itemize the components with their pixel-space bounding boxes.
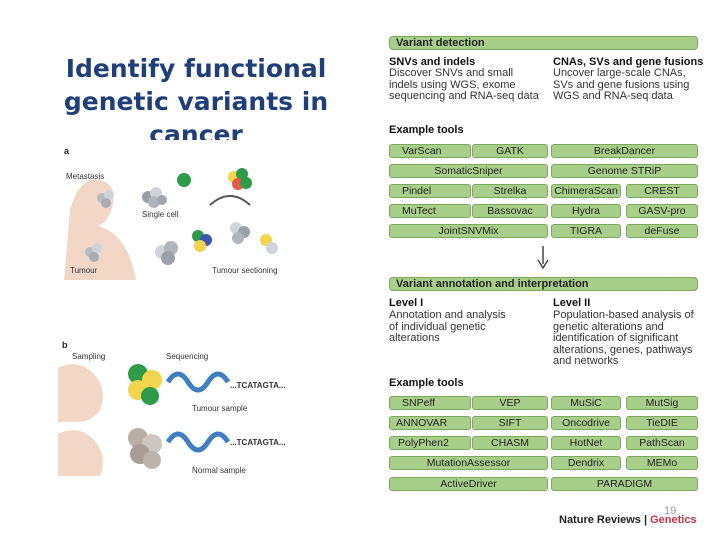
tool-mutationassessor: MutationAssessor	[389, 456, 548, 470]
single-cell-label: Single cell	[142, 210, 179, 219]
variant-annotation-header: Variant annotation and interpretation	[389, 277, 698, 291]
snv-body-line: Discover SNVs and small	[389, 67, 514, 79]
tool-tigra: TIGRA	[551, 224, 621, 238]
level-one-line: of individual genetic	[389, 320, 486, 333]
snv-body-line: sequencing and RNA-seq data	[389, 90, 539, 102]
tool-chimerascan: ChimeraScan	[551, 184, 621, 198]
tool-somaticsniper: SomaticSniper	[389, 164, 548, 178]
normal-sample-cluster	[128, 428, 162, 469]
body-silhouette-b-bottom	[58, 430, 103, 476]
tool-memo: MEMo	[626, 456, 698, 470]
tumour-sample-cluster	[128, 364, 162, 405]
tumour-sectioning-cluster	[155, 222, 278, 265]
tumour-cluster	[85, 243, 102, 262]
level-one-body: Annotation and analysis of individual ge…	[389, 309, 506, 345]
metastasis-label: Metastasis	[66, 172, 105, 181]
level-two-line: and networks	[553, 355, 619, 367]
down-arrow-icon	[537, 246, 549, 270]
panel-a-illustration	[60, 140, 284, 280]
tool-paradigm: PARADIGM	[551, 477, 698, 491]
cna-body-line: Uncover large-scale CNAs,	[553, 67, 686, 79]
level-two-title: Level II	[553, 297, 591, 309]
source-name: Nature Reviews |	[559, 514, 648, 526]
tool-tiedie: TieDIE	[626, 416, 698, 430]
normal-sequence: ...TCATAGTA...	[230, 438, 286, 447]
tool-hydra: Hydra	[551, 204, 621, 218]
normal-sample-label: Normal sample	[192, 466, 246, 475]
level-one-line: alterations	[389, 332, 440, 344]
tool-annovar: ANNOVAR	[389, 416, 471, 430]
tool-gasv-pro: GASV-pro	[626, 204, 698, 218]
tool-activedriver: ActiveDriver	[389, 477, 548, 491]
tool-mutsig: MutSig	[626, 396, 698, 410]
tool-snpeff: SNPeff	[389, 396, 471, 410]
cna-body-line: SVs and gene fusions using	[553, 78, 690, 91]
page-number: 19	[664, 505, 677, 517]
level-two-line: identification of significant	[553, 332, 679, 344]
panel-b-illustration	[58, 338, 290, 480]
variant-detection-header: Variant detection	[389, 36, 698, 50]
single-cell-cluster	[142, 187, 167, 208]
tumour-sequence: ...TCATAGTA...	[230, 381, 286, 390]
tool-dendrix: Dendrix	[551, 456, 621, 470]
arrow-curve	[209, 195, 251, 206]
tool-genome-strip: Genome STRiP	[551, 164, 698, 178]
panel-a-label: a	[64, 146, 70, 156]
snv-indels-body: Discover SNVs and small indels using WGS…	[389, 67, 539, 103]
tool-bassovac: Bassovac	[472, 204, 548, 218]
tool-strelka: Strelka	[472, 184, 548, 198]
coloured-cluster	[228, 168, 252, 190]
sequencing-label: Sequencing	[166, 352, 209, 361]
panel-b-label: b	[62, 340, 68, 350]
annotation-tools-label: Example tools	[389, 377, 464, 389]
tool-defuse: deFuse	[626, 224, 698, 238]
tool-crest: CREST	[626, 184, 698, 198]
tool-gatk: GATK	[472, 144, 548, 158]
dna-strand-bottom	[165, 431, 231, 453]
tool-oncodrive: Oncodrive	[551, 416, 621, 430]
level-two-body: Population-based analysis of genetic alt…	[553, 309, 694, 368]
panel-a-figure	[60, 140, 284, 280]
tool-varscan: VarScan	[389, 144, 471, 158]
tool-vep: VEP	[472, 396, 548, 410]
tool-polyphen2: PolyPhen2	[389, 436, 471, 450]
level-one-line: Annotation and analysis	[389, 309, 506, 321]
tool-chasm: CHASM	[472, 436, 548, 450]
tumour-sample-label: Tumour sample	[192, 404, 248, 413]
tumour-label: Tumour	[70, 266, 98, 275]
dna-strand-top	[165, 371, 231, 393]
tool-music: MuSiC	[551, 396, 621, 410]
journal-name: Genetics	[650, 514, 697, 526]
cna-body-line: WGS and RNA-seq data	[553, 90, 673, 102]
slide-title: Identify functional genetic variants in …	[63, 54, 329, 149]
metastasis-cluster	[97, 190, 114, 208]
tool-hotnet: HotNet	[551, 436, 621, 450]
source-credit: Nature Reviews | Genetics	[559, 514, 697, 526]
tool-breakdancer: BreakDancer	[551, 144, 698, 158]
sampling-label: Sampling	[72, 352, 106, 361]
level-two-line: alterations, genes, pathways	[553, 343, 693, 356]
tumour-sectioning-label: Tumour sectioning	[212, 266, 278, 275]
tool-mutect: MuTect	[389, 204, 471, 218]
level-two-line: Population-based analysis of	[553, 309, 694, 321]
green-cell	[177, 173, 191, 187]
snv-indels-title: SNVs and indels	[389, 56, 476, 68]
body-silhouette-a	[64, 179, 136, 280]
tool-sift: SIFT	[472, 416, 548, 430]
body-silhouette-b-top	[58, 364, 103, 422]
snv-body-line: indels using WGS, exome	[389, 78, 516, 91]
level-one-title: Level I	[389, 297, 424, 309]
tool-pathscan: PathScan	[626, 436, 698, 450]
cna-sv-title: CNAs, SVs and gene fusions	[553, 56, 704, 68]
panel-b-figure	[58, 338, 290, 480]
tool-jointsnvmix: JointSNVMix	[389, 224, 548, 238]
level-two-line: genetic alterations and	[553, 320, 664, 333]
detection-tools-label: Example tools	[389, 124, 464, 136]
cna-sv-body: Uncover large-scale CNAs, SVs and gene f…	[553, 67, 690, 103]
tool-pindel: Pindel	[389, 184, 471, 198]
